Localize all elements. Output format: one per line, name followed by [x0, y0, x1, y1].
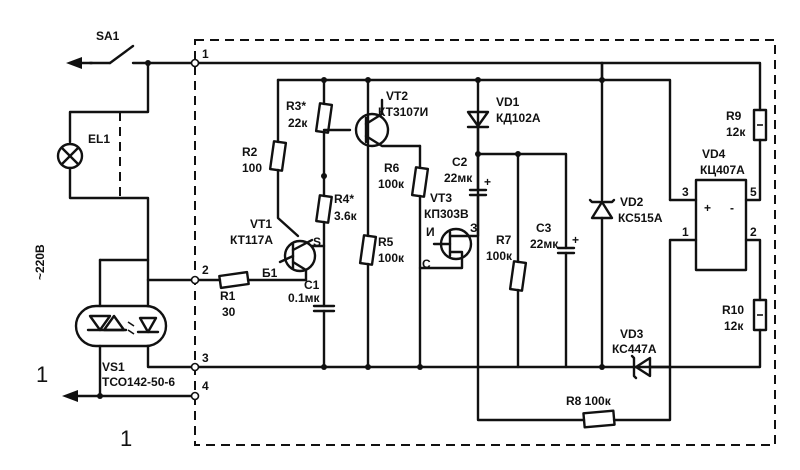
vd3-label: VD3 — [620, 327, 644, 341]
zener-vd3 — [630, 238, 698, 380]
terminal-3-label: 3 — [202, 351, 209, 365]
vt2-part-label: КТ3107И — [378, 105, 428, 119]
vd1-label: VD1 — [496, 95, 520, 109]
r10-value-label: 12к — [724, 319, 744, 333]
terminal-2-label: 2 — [202, 263, 209, 277]
r7-value-label: 100к — [486, 249, 513, 263]
resistor-r2 — [268, 78, 300, 238]
resistor-r5 — [358, 78, 378, 369]
vt2-label: VT2 — [386, 89, 408, 103]
diode-bridge-vd4 — [600, 61, 762, 302]
r1-value-label: 30 — [222, 305, 236, 319]
resistor-r3 — [314, 78, 334, 198]
mains-neutral-line — [62, 258, 197, 402]
lamp-el1 — [56, 61, 150, 282]
mains-switch-sa1 — [66, 44, 197, 69]
r1-label: R1 — [220, 289, 236, 303]
r3-value-label: 22к — [288, 116, 308, 130]
corner-label-1: 1 — [36, 362, 48, 387]
sa1-label: SA1 — [96, 29, 120, 43]
capacitor-c2 — [468, 152, 586, 422]
vt3-part-label: КП303В — [424, 207, 469, 221]
r9-label: R9 — [726, 109, 742, 123]
vs1-part-label: ТСО142-50-6 — [102, 375, 175, 389]
mains-voltage-label: ~220В — [33, 244, 47, 280]
vd4-label: VD4 — [702, 147, 726, 161]
vd4-pin-3-label: 3 — [682, 185, 689, 199]
c3-value-label: 22мк — [530, 237, 559, 251]
c2-label: C2 — [452, 155, 468, 169]
vt3-pin-c-label: С — [422, 257, 431, 271]
el1-label: EL1 — [88, 132, 110, 146]
r8-label: R8 100к — [566, 394, 612, 408]
zener-vd2 — [588, 78, 616, 369]
r5-value-label: 100к — [378, 251, 405, 265]
c1-value-label: 0.1мк — [288, 291, 321, 305]
top-bus-wire — [197, 61, 762, 112]
diode-vd1 — [466, 110, 490, 157]
c3-label: C3 — [536, 221, 552, 235]
vt1-pin-b1-label: Б1 — [262, 266, 278, 280]
vd3-part-label: КС447А — [612, 342, 657, 356]
terminal-1 — [190, 58, 200, 68]
capacitor-c1 — [312, 244, 336, 369]
r4-value-label: 3.6к — [334, 209, 358, 223]
c3-plus-label: + — [572, 233, 579, 247]
terminal-1-label: 1 — [202, 47, 209, 61]
resistor-r1 — [197, 270, 308, 290]
optosimistor-vs1 — [74, 258, 197, 398]
r6-value-label: 100к — [378, 177, 405, 191]
vd4-pin-1-label: 1 — [682, 225, 689, 239]
resistor-r8 — [582, 365, 672, 429]
r5-label: R5 — [378, 235, 394, 249]
r10-label: R10 — [722, 303, 744, 317]
capacitor-c3 — [556, 246, 576, 369]
vs1-label: VS1 — [102, 360, 125, 374]
vd4-part-label: КЦ407А — [700, 163, 745, 177]
r4-label: R4* — [334, 192, 354, 206]
resistor-r9 — [752, 108, 768, 142]
vt3-pin-i-label: И — [426, 225, 435, 239]
vd4-pin-2-label: 2 — [750, 225, 757, 239]
vd1-part-label: КД102А — [496, 111, 541, 125]
r3-label: R3* — [286, 99, 306, 113]
vt1-label: VT1 — [250, 217, 272, 231]
resistor-r6 — [410, 144, 430, 369]
resistor-r7 — [508, 152, 528, 369]
vd4-minus-label: - — [730, 201, 734, 215]
transistor-vt1 — [278, 238, 317, 282]
vd4-pin-5-label: 5 — [750, 185, 757, 199]
vd2-part-label: КС515А — [618, 211, 663, 225]
terminal-4-label: 4 — [202, 379, 209, 393]
terminal-3 — [190, 362, 200, 372]
r9-value-label: 12к — [726, 125, 746, 139]
corner-label-2: 1 — [120, 426, 132, 451]
c2-node-wire — [476, 152, 568, 250]
device-enclosure — [194, 39, 776, 446]
vt1-pin-s-label: S — [313, 235, 321, 249]
c2-plus-label: + — [484, 175, 491, 189]
transistor-vt2 — [322, 98, 422, 148]
r6-label: R6 — [384, 161, 400, 175]
terminal-2 — [190, 275, 200, 285]
vd2-label: VD2 — [620, 195, 644, 209]
r2-value-label: 100 — [242, 161, 262, 175]
resistor-r10 — [668, 298, 768, 369]
terminal-4 — [190, 391, 200, 401]
vt3-label: VT3 — [430, 191, 452, 205]
vd4-plus-label: + — [704, 201, 711, 215]
r7-label: R7 — [496, 233, 512, 247]
r2-label: R2 — [242, 145, 258, 159]
vt1-part-label: КТ117А — [230, 233, 273, 247]
c2-value-label: 22мк — [444, 171, 473, 185]
vt3-pin-z-label: З — [470, 221, 478, 235]
c1-label: C1 — [304, 278, 320, 292]
